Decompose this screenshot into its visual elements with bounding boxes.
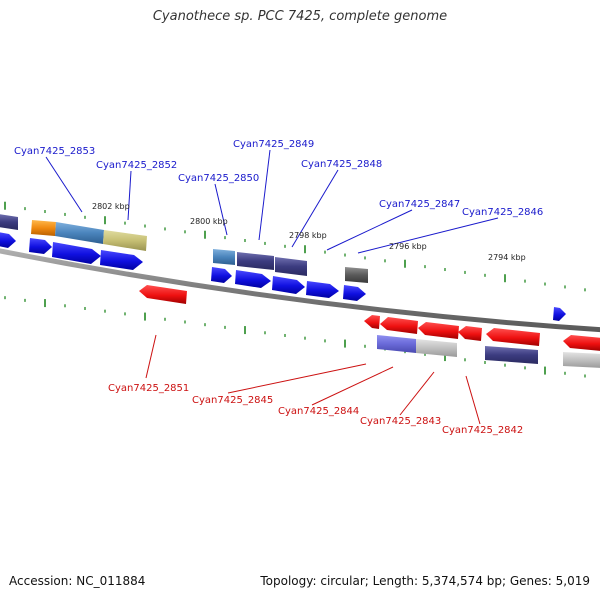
gene-cds-lavender[interactable]	[377, 335, 416, 353]
accession-text: Accession: NC_011884	[9, 574, 146, 588]
gene-cds-steel-small[interactable]	[213, 249, 235, 265]
scale-label-2802: 2802 kbp	[92, 202, 130, 211]
scale-label-2800: 2800 kbp	[190, 217, 228, 226]
gene-arrow-forward[interactable]	[0, 232, 16, 248]
reverse-leader-lines	[145, 334, 481, 425]
gene-arrow-forward[interactable]	[211, 267, 232, 283]
gene-label-cyan7425-2842[interactable]: Cyan7425_2842	[442, 425, 523, 436]
scale-label-2794: 2794 kbp	[488, 253, 526, 262]
gene-arrow-reverse[interactable]	[486, 328, 540, 346]
forward-leader-lines	[45, 149, 499, 254]
reverse-gene-labels: Cyan7425_2851 Cyan7425_2845 Cyan7425_284…	[108, 383, 523, 436]
gene-cds-lightgray[interactable]	[416, 339, 457, 357]
gene-cds-purple[interactable]	[0, 214, 18, 230]
genome-backbone	[0, 248, 600, 333]
reverse-bottom-row	[377, 335, 600, 368]
gene-arrow-forward[interactable]	[272, 276, 305, 294]
scale-labels: 2802 kbp 2800 kbp 2798 kbp 2796 kbp 2794…	[92, 202, 526, 262]
gene-label-cyan7425-2850[interactable]: Cyan7425_2850	[178, 173, 259, 184]
gene-label-cyan7425-2846[interactable]: Cyan7425_2846	[462, 207, 543, 218]
gene-label-cyan7425-2844[interactable]: Cyan7425_2844	[278, 406, 359, 417]
scale-label-2798: 2798 kbp	[289, 231, 327, 240]
gene-cds-steel[interactable]	[55, 222, 104, 244]
gene-arrow-forward[interactable]	[52, 242, 101, 264]
gene-arrow-reverse[interactable]	[563, 335, 600, 351]
reverse-red-row	[139, 285, 600, 351]
gene-label-cyan7425-2845[interactable]: Cyan7425_2845	[192, 395, 273, 406]
gene-arrow-forward[interactable]	[343, 285, 366, 301]
gene-cds-purple-2849[interactable]	[237, 252, 274, 270]
gene-arrow-forward[interactable]	[29, 238, 52, 254]
map-title: Cyanothece sp. PCC 7425, complete genome	[152, 9, 448, 24]
forward-top-row	[0, 214, 368, 283]
gene-label-cyan7425-2853[interactable]: Cyan7425_2853	[14, 146, 95, 157]
gene-arrow-reverse[interactable]	[458, 326, 482, 341]
gene-label-cyan7425-2851[interactable]: Cyan7425_2851	[108, 383, 189, 394]
scale-ticks	[4, 201, 586, 378]
forward-gene-labels: Cyan7425_2853 Cyan7425_2852 Cyan7425_284…	[14, 139, 543, 218]
gene-cds-lightgray-2[interactable]	[563, 352, 600, 368]
topology-text: Topology: circular; Length: 5,374,574 bp…	[260, 574, 590, 588]
scale-label-2796: 2796 kbp	[389, 242, 427, 251]
gene-label-cyan7425-2848[interactable]: Cyan7425_2848	[301, 159, 382, 170]
gene-cds-olive[interactable]	[103, 230, 147, 251]
gene-arrow-reverse[interactable]	[418, 322, 459, 339]
gene-label-cyan7425-2843[interactable]: Cyan7425_2843	[360, 416, 441, 427]
gene-arrow-forward[interactable]	[306, 281, 339, 298]
gene-cds-gray-2846[interactable]	[345, 267, 368, 283]
gene-arrow-reverse[interactable]	[364, 315, 380, 329]
gene-label-cyan7425-2852[interactable]: Cyan7425_2852	[96, 160, 177, 171]
gene-arrow-forward[interactable]	[553, 307, 566, 321]
gene-arrow-reverse[interactable]	[380, 317, 418, 334]
gene-arrow-reverse[interactable]	[139, 285, 187, 304]
gene-arrow-forward[interactable]	[235, 270, 271, 288]
gene-cds-purple-2848[interactable]	[275, 257, 307, 276]
gene-cds-orange[interactable]	[31, 220, 56, 236]
gene-cds-purple-2842[interactable]	[485, 346, 538, 364]
gene-arrow-forward[interactable]	[100, 250, 143, 270]
gene-label-cyan7425-2847[interactable]: Cyan7425_2847	[379, 199, 460, 210]
gene-label-cyan7425-2849[interactable]: Cyan7425_2849	[233, 139, 314, 150]
forward-blue-row	[0, 232, 566, 321]
